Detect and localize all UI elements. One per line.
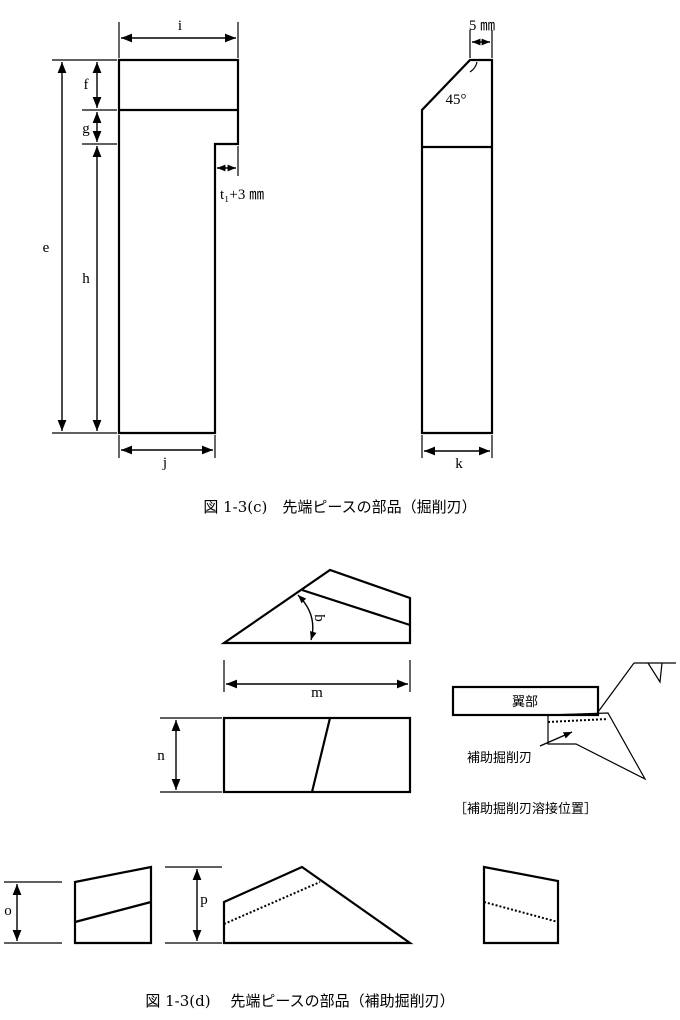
aux-blade-side-view-3: [482, 865, 560, 945]
aux-blade-side-view-2: [222, 865, 414, 945]
blade-side-outline: [420, 58, 494, 435]
label-f: f: [84, 77, 89, 93]
aux-blade-side-view-1: [73, 865, 153, 945]
weld-line: [547, 718, 609, 723]
weld-line-view-2: [223, 881, 321, 925]
figure-c-side-view: 5 ㎜ 45° k: [420, 18, 495, 472]
angle-q-arc: [297, 594, 317, 641]
label-angle: 45°: [446, 92, 467, 108]
label-o: o: [4, 903, 12, 919]
figure-d-weld-position: 翼部 補助掘削刃 ［補助掘削刃溶接位置］: [451, 662, 676, 817]
aux-blade-top-outline: [220, 568, 412, 645]
aux-blade-front-outline: [222, 716, 412, 794]
caption-figure-d: 図 1-3(d) 先端ピースの部品（補助掘削刃）: [145, 992, 454, 1010]
figure-d-front-view: n: [157, 716, 412, 794]
aux-blade-pointer: [539, 731, 573, 747]
aux-blade-side-edge-1: [74, 900, 152, 924]
label-n: n: [157, 748, 165, 764]
blade-front-outline: [117, 58, 240, 435]
aux-blade-weld-outline: [547, 712, 647, 781]
label-wing: 翼部: [512, 695, 538, 710]
aux-blade-front-edge: [310, 717, 332, 793]
figure-d-top-view: q m: [220, 568, 412, 701]
figure-c-front-view: i e f g h j t₁+3 ㎜: [43, 18, 264, 471]
label-g: g: [82, 121, 90, 137]
label-q: q: [310, 614, 326, 622]
label-offset: t₁+3 ㎜: [220, 187, 264, 203]
aux-blade-top-edge: [301, 588, 411, 627]
label-aux-blade: 補助掘削刃: [467, 751, 532, 766]
label-m: m: [311, 685, 323, 701]
wing-edge: [597, 662, 635, 713]
label-h: h: [82, 271, 90, 287]
figure-d-bottom-views: o p: [4, 865, 560, 945]
label-weld-position: ［補助掘削刃溶接位置］: [454, 801, 597, 817]
label-e: e: [43, 240, 50, 256]
label-j: j: [162, 455, 167, 471]
label-i: i: [178, 18, 182, 34]
label-p: p: [200, 892, 208, 908]
wing-tip-marker: [647, 662, 663, 684]
angle-arc: [469, 61, 478, 73]
wing-part: [451, 685, 600, 717]
label-k: k: [455, 456, 463, 472]
label-top-width: 5 ㎜: [469, 18, 495, 34]
caption-figure-c: 図 1-3(c) 先端ピースの部品（掘削刃）: [203, 498, 476, 516]
weld-line-view-3: [483, 901, 559, 923]
